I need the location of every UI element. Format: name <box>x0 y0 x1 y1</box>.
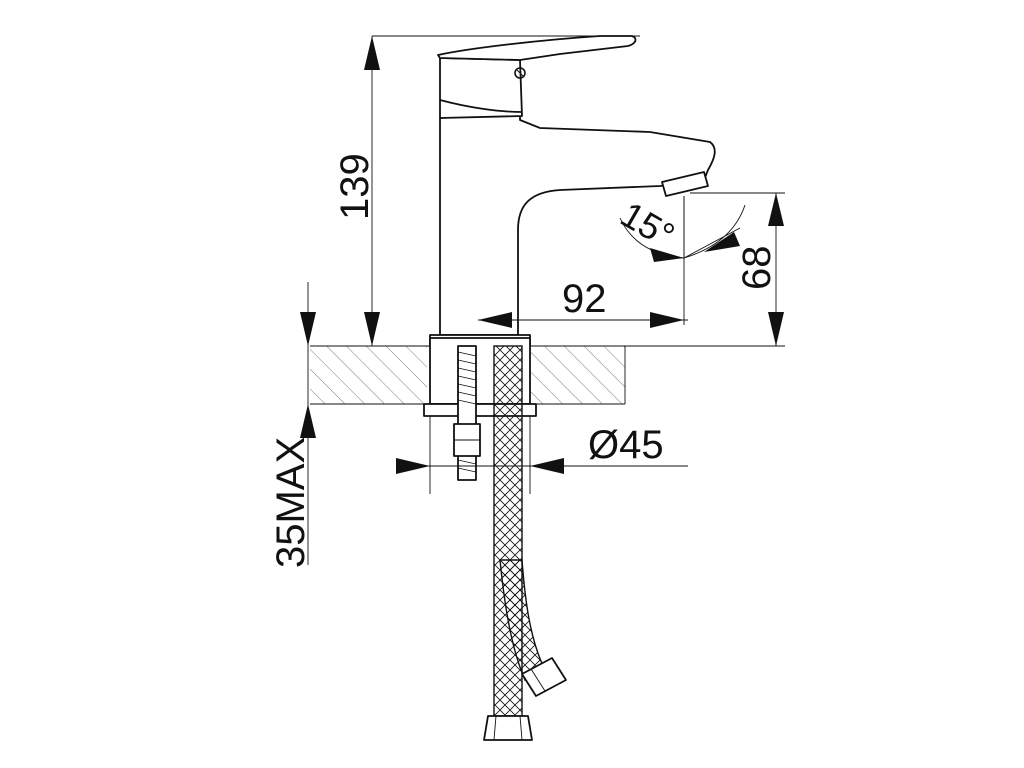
outlet-angle-label: 15° <box>614 193 682 256</box>
spout-height-label: 68 <box>735 246 779 291</box>
dimension-counter-thickness: 35MAX <box>269 282 316 568</box>
dimension-height-total: 139 <box>333 35 640 346</box>
counter-thickness-label: 35MAX <box>269 437 313 568</box>
hole-diameter-label: Ø45 <box>588 423 664 467</box>
dimension-spout-height: 68 <box>690 192 785 346</box>
height-total-label: 139 <box>333 153 377 220</box>
dimension-spout-reach: 92 <box>478 196 688 328</box>
dimension-hole-diameter: Ø45 <box>396 416 688 494</box>
mounting-assembly <box>423 337 567 741</box>
countertop-section <box>310 345 785 405</box>
spout-reach-label: 92 <box>562 277 607 321</box>
dimension-outlet-angle: 15° <box>614 193 746 262</box>
